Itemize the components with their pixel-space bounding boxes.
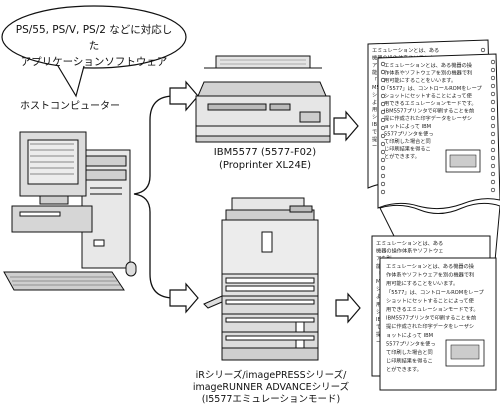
tractor-hole <box>380 133 386 139</box>
page-text-line: ョットによって IBM <box>386 332 433 339</box>
tractor-hole <box>490 123 496 129</box>
tractor-hole <box>380 117 386 123</box>
page-text-line: ョットによって IBM <box>384 123 431 130</box>
arrow-to-bottom-output <box>335 292 361 324</box>
tractor-hole <box>490 147 496 153</box>
page-text-line: 提に作成された印字データをレーザシ <box>384 114 472 122</box>
page-text-line: て印刷した場合と同 <box>384 137 431 145</box>
speech-bubble <box>1 5 187 98</box>
page-text-line: 用できるエミュレーションモードです。 <box>386 306 479 313</box>
page-text-line: IBM5577プリンタで印刷することを前 <box>386 314 476 322</box>
page-text-line: 作体系やソフトウェアを別の機器で利 <box>384 69 472 77</box>
page-text-line: 「5577」は、コントロールROMをレープ <box>384 85 482 92</box>
tractor-hole <box>490 115 496 121</box>
tractor-hole <box>480 47 486 53</box>
page-text-line: じ印刷結果を得るこ <box>384 145 431 153</box>
page-text-line: ショットにセットすることによって使 <box>386 296 475 304</box>
tractor-hole <box>380 69 386 75</box>
host-computer-label: ホストコンピューター <box>20 101 120 112</box>
bottom-printer-line-3: (I5577エミュレーションモード) <box>201 394 341 405</box>
bottom-printer-line-2: imageRUNNER ADVANCEシリーズ <box>192 382 350 393</box>
page-text-line: て印刷した場合と同 <box>386 348 433 356</box>
top-printer-line-2: (Proprinter XL24E) <box>218 160 312 171</box>
connection-brace <box>133 95 175 299</box>
tractor-hole <box>490 75 496 81</box>
arrow-to-bottom-printer <box>169 282 199 314</box>
top-output-pages: エミュレーションとは、ある機器の操作体系やソフトウェアを別能に「557M5ショッ… <box>367 39 500 273</box>
tractor-hole <box>380 189 386 195</box>
tractor-hole <box>380 173 386 179</box>
page-text-line: 用可能にすることをいいます。 <box>384 76 456 84</box>
multifunction-printer-icon <box>203 197 319 361</box>
tractor-hole <box>380 77 386 83</box>
page-text-line: ータ <box>372 142 382 150</box>
tractor-hole <box>490 107 496 113</box>
dot-matrix-printer-icon <box>195 55 331 143</box>
page-text-line: よっ <box>372 99 382 106</box>
page-text-line: で印 <box>372 128 382 135</box>
tractor-hole <box>490 171 496 177</box>
tractor-hole <box>490 139 496 145</box>
tractor-hole <box>490 179 496 185</box>
page-text-line: エミュレーションとは、ある機器の操 <box>386 262 475 270</box>
tractor-hole <box>490 83 496 89</box>
page-text-line: とができます。 <box>384 152 420 160</box>
tractor-hole <box>380 157 386 163</box>
page-text-line: エミュレーションとは、ある <box>372 47 439 54</box>
page-text-line: M5 <box>372 85 380 91</box>
bubble-line-1: PS/55, PS/V, PS/2 などに対応した <box>15 24 173 52</box>
page-text-line: 「5577」は、コントロールROMをレープ <box>386 289 484 296</box>
page-text-line: ショットにセットすることによって使 <box>384 91 473 99</box>
page-text-line: 能に <box>372 68 382 76</box>
page-text-line: エミュレーションとは、ある機器の操 <box>384 61 473 69</box>
bottom-output-pages: エミュレーションとは、ある機器の操作体系やソフトウェアを別能に「557M5ショッ… <box>371 235 497 391</box>
tractor-hole <box>380 181 386 187</box>
tractor-hole <box>380 165 386 171</box>
tractor-hole <box>490 67 496 73</box>
top-printer-line-1: IBM5577 (5577-F02) <box>213 147 317 158</box>
bubble-caption: PS/55, PS/V, PS/2 などに対応した アプリケーションソフトウェア <box>14 22 174 70</box>
bottom-printer-caption: iRシリーズ/imagePRESSシリーズ/ imageRUNNER ADVAN… <box>186 370 356 406</box>
arrow-to-top-output <box>333 110 359 142</box>
host-computer-icon <box>3 131 137 291</box>
page-text-line: 用で <box>372 106 382 113</box>
tractor-hole <box>380 125 386 131</box>
tractor-hole <box>490 91 496 97</box>
bubble-line-2: アプリケーションソフトウェア <box>20 56 168 68</box>
tractor-hole <box>380 93 386 99</box>
tractor-hole <box>490 131 496 137</box>
tractor-hole <box>380 85 386 91</box>
page-text-line: 提に作成された印字データをレーザシ <box>386 322 474 330</box>
tractor-hole <box>490 99 496 105</box>
page-text-line: 5577プリンタを使っ <box>386 339 436 347</box>
bottom-printer-line-1: iRシリーズ/imagePRESSシリーズ/ <box>195 370 347 381</box>
page-text-line: IBM5577プリンタで印刷することを前 <box>384 107 474 115</box>
tractor-hole <box>490 163 496 169</box>
page-text-line: IBM <box>372 122 382 128</box>
page-text-line: とができます。 <box>386 365 422 373</box>
top-printer-caption: IBM5577 (5577-F02) (Proprinter XL24E) <box>200 146 330 172</box>
page-text-line: 機器の操作体系やソフトウェ <box>376 247 443 255</box>
tractor-hole <box>380 141 386 147</box>
tractor-hole <box>490 187 496 193</box>
page-text-line: 用可能にすることをいいます。 <box>386 279 458 287</box>
arrow-to-top-printer <box>169 80 199 112</box>
page-text-line: 用できるエミュレーションモードです。 <box>384 100 477 107</box>
tractor-hole <box>490 59 496 65</box>
tractor-hole <box>380 61 386 67</box>
page-text-line: 提に <box>372 135 382 143</box>
tractor-hole <box>380 101 386 107</box>
page-text-line: 5577プリンタを使っ <box>384 129 434 137</box>
tractor-hole <box>380 149 386 155</box>
page-text-line: 作体系やソフトウェアを別の機器で利 <box>386 271 474 279</box>
page-text-line: じ印刷結果を得るこ <box>386 357 433 365</box>
tractor-hole <box>490 155 496 161</box>
tractor-hole <box>380 109 386 115</box>
page-text-line: エミュレーションとは、ある <box>376 240 443 247</box>
